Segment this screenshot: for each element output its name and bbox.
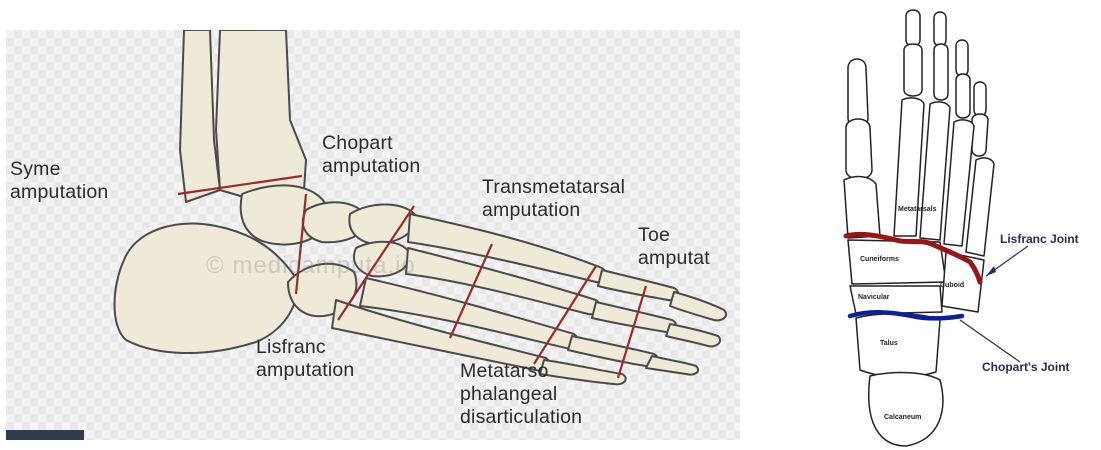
cuneiforms-label: Cuneiforms bbox=[860, 256, 899, 263]
phalanx-bone bbox=[598, 270, 678, 300]
metatarso-phalangeal-label: Metatarso phalangeal disarticulation bbox=[460, 360, 582, 429]
lisfranc-pointer-arrowhead bbox=[986, 266, 996, 276]
metatarsals-label: Metatarsals bbox=[898, 206, 937, 213]
tibia-bone bbox=[216, 30, 306, 200]
toe-phalanx-bone bbox=[934, 12, 946, 46]
hallux-phalanx-bone bbox=[846, 119, 872, 179]
scale-bar bbox=[6, 430, 84, 440]
metatarsal-bone bbox=[894, 98, 924, 236]
lisfranc-joint-label: Lisfranc Joint bbox=[1000, 232, 1079, 246]
chopart-pointer-line bbox=[960, 320, 1020, 362]
syme-amputation-label: Syme amputation bbox=[10, 158, 108, 204]
metatarsal-bone bbox=[966, 158, 994, 256]
navicular-label: Navicular bbox=[858, 294, 890, 301]
toe-phalanx-bone bbox=[934, 44, 948, 100]
lateral-foot-illustration bbox=[6, 30, 740, 440]
phalanx-bone bbox=[646, 356, 698, 375]
calcaneum-label: Calcaneum bbox=[884, 414, 921, 421]
cuboid-label: Cuboid bbox=[940, 282, 964, 289]
talus-bone bbox=[856, 314, 940, 377]
watermark-text: © medicamputa.io bbox=[206, 252, 416, 280]
toe-phalanx-bone bbox=[904, 44, 922, 96]
cuneiform-bone bbox=[349, 204, 416, 244]
chopart-amputation-label: Chopart amputation bbox=[322, 132, 420, 178]
toe-phalanx-bone bbox=[956, 40, 968, 76]
phalanx-bone bbox=[670, 292, 726, 320]
transmetatarsal-amputation-label: Transmetatarsal amputation bbox=[482, 176, 625, 222]
talus-label: Talus bbox=[880, 340, 898, 347]
calcaneum-bone bbox=[869, 373, 943, 446]
dorsal-foot-illustration bbox=[800, 0, 1101, 450]
toe-phalanx-bone bbox=[956, 74, 970, 118]
toe-phalanx-bone bbox=[972, 114, 988, 156]
metatarsal-bone bbox=[844, 177, 880, 238]
lisfranc-amputation-label: Lisfranc amputation bbox=[256, 336, 354, 382]
dorsal-foot-diagram: Metatarsals Cuneiforms Navicular Cuboid … bbox=[800, 0, 1101, 450]
chopart-joint-label: Chopart's Joint bbox=[982, 360, 1070, 374]
toe-phalanx-bone bbox=[906, 10, 920, 46]
fibula-bone bbox=[180, 30, 220, 202]
toe-amputation-label: Toe amputat bbox=[638, 224, 710, 270]
lateral-foot-diagram: © medicamputa.io Syme amputation Chopart… bbox=[6, 30, 740, 440]
hallux-phalanx-bone bbox=[848, 59, 868, 127]
phalanx-bone bbox=[666, 324, 720, 346]
toe-phalanx-bone bbox=[974, 82, 986, 116]
